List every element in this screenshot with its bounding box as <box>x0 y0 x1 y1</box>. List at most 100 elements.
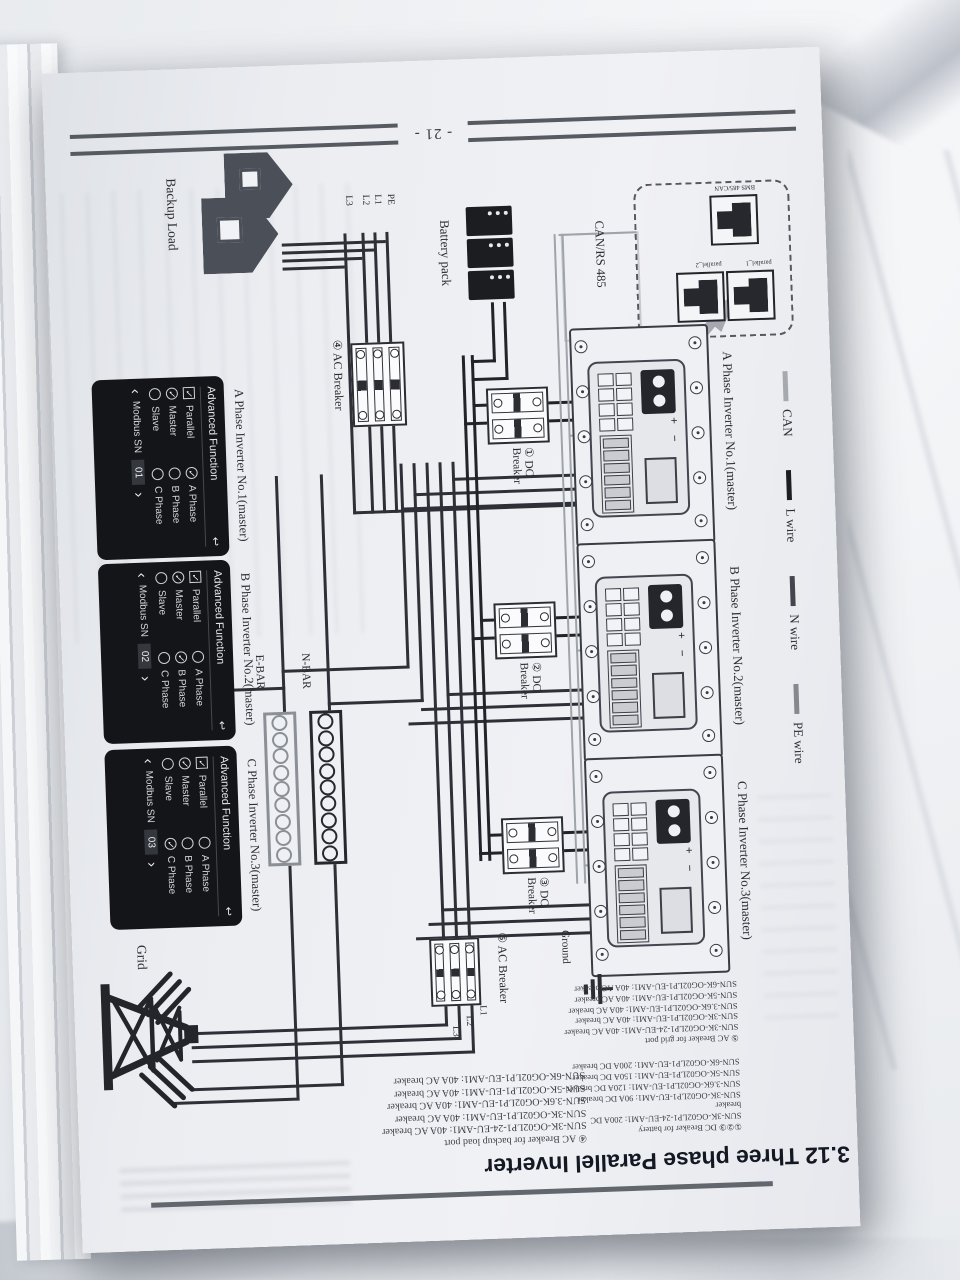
option-c-phase[interactable]: C Phase <box>151 467 166 548</box>
grid-l3-label: L3 <box>450 1025 461 1037</box>
radio-icon[interactable] <box>161 757 175 771</box>
screw-icon <box>691 426 705 440</box>
radio-icon[interactable] <box>148 387 162 401</box>
comm-ports-detail-box: parallel_1 parallel_2 BMS 485/CAN <box>632 178 795 341</box>
return-icon[interactable]: ↩ <box>208 536 222 547</box>
option-parallel[interactable]: ✓Parallel <box>195 756 211 837</box>
checkbox-icon[interactable]: ✓ <box>182 386 196 400</box>
manual-page: - 21 - CAN L wire N wire PE wire paralle… <box>41 46 861 1254</box>
wire <box>502 301 509 380</box>
legend-item-l: L wire <box>781 470 799 543</box>
radio-icon[interactable]: ✓ <box>172 571 185 584</box>
nav-right-icon[interactable]: › <box>130 491 148 498</box>
polarity-label: + − <box>682 846 698 876</box>
wire <box>471 376 509 382</box>
radio-icon[interactable]: ✓ <box>185 466 198 480</box>
wire <box>399 463 410 669</box>
wire <box>412 463 424 703</box>
screw-icon <box>574 340 588 354</box>
footnote-grid-breaker: ⑤ AC Breaker for grid port SUN-3K-OG02LP… <box>564 979 739 1047</box>
option-b-phase[interactable]: ✓B Phase <box>174 651 190 731</box>
wire <box>428 917 594 926</box>
connector-block <box>603 585 643 648</box>
radio-icon[interactable]: ✓ <box>178 757 191 770</box>
footnote-dc-breaker: ①②③ DC Breaker for battery SUN-3K-OG02LP… <box>566 1056 742 1136</box>
radio-icon[interactable] <box>155 571 168 585</box>
nav-right-icon[interactable]: › <box>143 861 161 868</box>
inverter3-label: C Phase Inverter No.3(master) <box>734 780 756 941</box>
battery-pack-icon <box>465 205 515 301</box>
modbus-label: Modbus SN <box>130 400 143 454</box>
screw-icon <box>707 900 722 915</box>
radio-icon[interactable]: ✓ <box>174 651 188 664</box>
battery-terminals <box>640 369 676 415</box>
option-b-phase[interactable]: B Phase <box>168 467 183 547</box>
wire <box>191 1023 449 1036</box>
lcd1-label: A Phase Inverter No.1(master) <box>231 388 252 542</box>
screw-icon <box>695 550 710 565</box>
backup-load-house-icon <box>197 149 305 275</box>
modbus-value[interactable]: 01 <box>131 459 146 486</box>
battery-terminals <box>655 798 691 844</box>
option-c-phase[interactable]: ✓C Phase <box>164 837 179 918</box>
option-slave[interactable]: Slave <box>155 571 170 652</box>
option-master[interactable]: ✓Master <box>178 757 194 837</box>
option-a-phase[interactable]: A Phase <box>198 836 213 917</box>
lcd-screen-3: Advanced Function↩ ✓Parallel ✓Master Sla… <box>104 745 243 931</box>
radio-icon[interactable]: ✓ <box>164 837 177 851</box>
radio-icon[interactable] <box>151 467 164 481</box>
dc-breaker-3-label: ③ DC Breaker <box>524 876 550 914</box>
backup-l2-label: L2 <box>360 194 371 206</box>
radio-icon[interactable]: ✓ <box>165 387 179 400</box>
battery-terminals <box>647 583 684 630</box>
relay-block <box>644 457 679 505</box>
wire <box>327 698 424 706</box>
legend-item-pe: PE wire <box>788 683 807 764</box>
nav-left-icon[interactable]: ‹ <box>140 758 158 764</box>
terminal-strip <box>607 649 642 729</box>
grid-label: Grid <box>134 944 150 970</box>
nav-left-icon[interactable]: ‹ <box>133 572 151 579</box>
nav-right-icon[interactable]: › <box>137 675 155 682</box>
marble-vein <box>600 1238 960 1280</box>
radio-icon[interactable] <box>181 837 194 850</box>
return-icon[interactable]: ↩ <box>215 720 228 731</box>
radio-icon[interactable] <box>191 650 205 664</box>
grid-tower-icon <box>91 969 213 1113</box>
modbus-value[interactable]: 03 <box>144 829 158 856</box>
port-label: parallel_1 <box>745 258 772 267</box>
battery-pack-label: Battery pack <box>436 219 455 287</box>
radio-icon[interactable] <box>198 836 211 849</box>
lcd3-label: C Phase Inverter No.3(master) <box>244 758 264 912</box>
dc-breaker-1-label: ① DC Breaker <box>509 446 535 485</box>
screw-icon <box>692 470 707 485</box>
option-master[interactable]: ✓Master <box>172 571 187 651</box>
backup-l3-label: L3 <box>343 195 354 207</box>
relay-block <box>659 886 694 934</box>
option-master[interactable]: ✓Master <box>165 387 181 467</box>
radio-icon[interactable] <box>157 651 171 665</box>
option-a-phase[interactable]: A Phase <box>191 650 207 731</box>
option-b-phase[interactable]: B Phase <box>181 837 196 917</box>
lcd-header: Advanced Function↩ <box>212 755 236 917</box>
wire <box>441 903 594 912</box>
checkbox-icon[interactable]: ✓ <box>189 570 202 584</box>
wire <box>413 487 579 497</box>
option-a-phase[interactable]: ✓A Phase <box>185 466 200 547</box>
ac-breaker-4-label: ④ AC Breaker <box>330 339 347 411</box>
checkbox-icon[interactable]: ✓ <box>195 756 208 769</box>
option-parallel[interactable]: ✓Parallel <box>182 386 198 467</box>
option-parallel[interactable]: ✓Parallel <box>189 570 204 651</box>
modbus-value[interactable]: 02 <box>137 643 152 670</box>
nav-left-icon[interactable]: ‹ <box>127 388 145 395</box>
radio-icon[interactable] <box>168 467 181 480</box>
rj45-parallel2-icon <box>675 271 726 323</box>
option-slave[interactable]: Slave <box>161 757 177 838</box>
option-c-phase[interactable]: C Phase <box>157 651 173 732</box>
terminal-strip <box>614 864 650 944</box>
wire <box>490 302 496 363</box>
lcd2-label: B Phase Inverter No.2(master) <box>238 572 258 726</box>
return-icon[interactable]: ↩ <box>221 906 235 917</box>
wiring-diagram: CAN L wire N wire PE wire parallel_1 par… <box>65 75 860 1246</box>
option-slave[interactable]: Slave <box>148 387 164 468</box>
